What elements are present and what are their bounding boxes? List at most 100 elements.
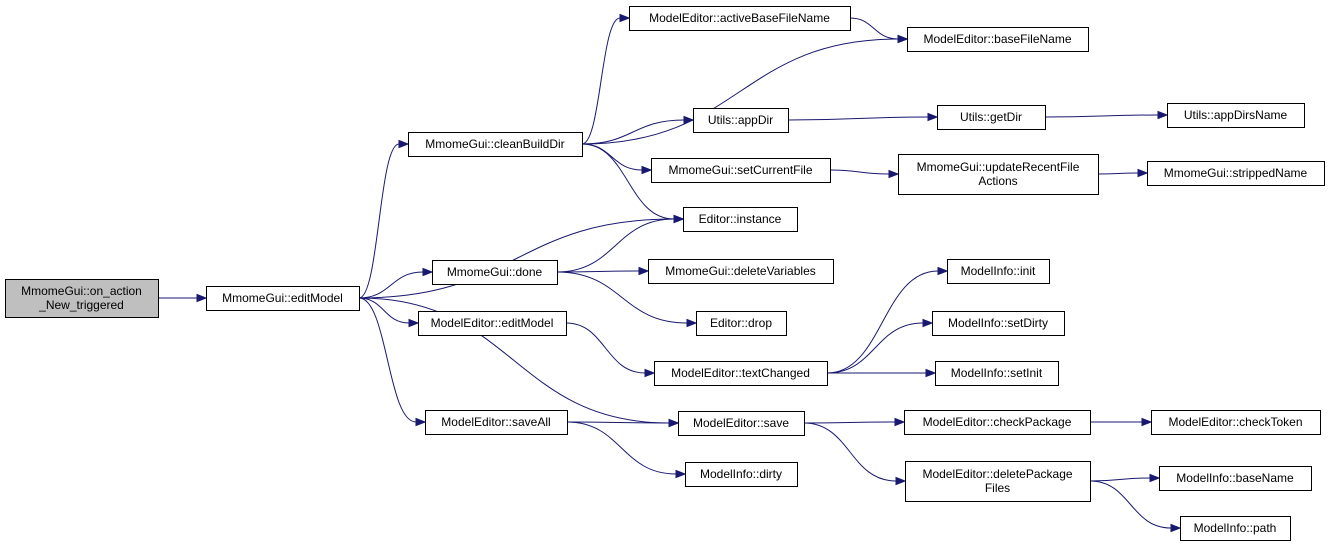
node-box — [1167, 103, 1305, 128]
edge-done-to-instance — [556, 214, 685, 273]
edge-line — [803, 422, 897, 482]
node-baseName[interactable]: ModelInfo::baseName — [1159, 466, 1312, 491]
arrowhead — [675, 469, 687, 479]
edge-line — [556, 271, 688, 324]
node-label: MmomeGui::strippedName — [1164, 166, 1308, 180]
node-box — [1147, 161, 1325, 186]
edge-line — [787, 116, 929, 121]
node-appDir[interactable]: Utils::appDir — [693, 108, 789, 133]
node-label: ModelInfo::path — [1194, 521, 1277, 535]
edge-line — [565, 322, 646, 374]
edge-line — [581, 17, 621, 145]
edge-line — [358, 143, 400, 299]
edge-line — [581, 143, 675, 220]
edge-line — [829, 169, 890, 175]
node-editModel[interactable]: MmomeGui::editModel — [206, 286, 360, 311]
node-activeBase[interactable]: ModelEditor::activeBaseFileName — [629, 6, 851, 31]
node-cleanBuildDir[interactable]: MmomeGui::cleanBuildDir — [408, 132, 583, 157]
node-label: ModelEditor::deletePackage — [922, 467, 1072, 481]
node-deleteVariables[interactable]: MmomeGui::deleteVariables — [648, 259, 834, 284]
node-setCurrentFile[interactable]: MmomeGui::setCurrentFile — [651, 158, 831, 183]
edge-meEditModel-to-textChanged — [565, 322, 656, 378]
node-strippedName[interactable]: MmomeGui::strippedName — [1147, 161, 1325, 186]
node-label: MmomeGui::on_action — [21, 284, 142, 298]
arrowhead — [668, 418, 680, 428]
node-label: Actions — [978, 174, 1017, 188]
arrowhead — [683, 115, 695, 125]
node-label: Utils::getDir — [960, 110, 1022, 124]
edge-line — [849, 17, 899, 40]
node-baseFileName[interactable]: ModelEditor::baseFileName — [907, 27, 1089, 52]
edge-line — [826, 270, 939, 374]
arrowhead — [1137, 168, 1149, 178]
node-root[interactable]: MmomeGui::on_action_New_triggered — [5, 279, 159, 318]
edge-line — [1044, 114, 1159, 118]
node-checkPackage[interactable]: ModelEditor::checkPackage — [904, 410, 1091, 435]
edge-line — [1089, 480, 1172, 529]
node-box — [418, 311, 567, 336]
edge-textChanged-to-init — [826, 266, 949, 374]
node-saveAll[interactable]: ModelEditor::saveAll — [425, 410, 568, 435]
edge-deletePackage-to-path — [1089, 480, 1182, 533]
edge-line — [566, 421, 670, 424]
edge-line — [358, 297, 670, 424]
edge-line — [581, 143, 643, 171]
arrowhead — [925, 368, 937, 378]
node-label: ModelInfo::setInit — [951, 366, 1043, 380]
edge-line — [358, 297, 417, 423]
node-label: ModelEditor::checkToken — [1168, 415, 1302, 429]
node-box — [937, 105, 1046, 130]
node-drop[interactable]: Editor::drop — [696, 311, 787, 336]
node-label: ModelEditor::activeBaseFileName — [649, 11, 830, 25]
node-path[interactable]: ModelInfo::path — [1180, 516, 1291, 541]
node-save[interactable]: ModelEditor::save — [678, 411, 805, 436]
node-box — [693, 108, 789, 133]
node-textChanged[interactable]: ModelEditor::textChanged — [654, 361, 828, 386]
arrowhead — [196, 293, 208, 303]
arrowhead — [1141, 417, 1153, 427]
node-instance[interactable]: Editor::instance — [683, 207, 798, 232]
node-label: ModelInfo::setDirty — [948, 316, 1048, 330]
edge-line — [1097, 172, 1139, 175]
edge-cleanBuildDir-to-setCurrentFile — [581, 143, 653, 175]
node-done[interactable]: MmomeGui::done — [432, 260, 558, 285]
node-label: ModelInfo::baseName — [1176, 471, 1294, 485]
node-box — [1159, 466, 1312, 491]
node-box — [696, 311, 787, 336]
node-setDirty[interactable]: ModelInfo::setDirty — [932, 311, 1065, 336]
node-init[interactable]: ModelInfo::init — [947, 259, 1050, 284]
node-checkToken[interactable]: ModelEditor::checkToken — [1151, 410, 1321, 435]
node-box — [683, 207, 798, 232]
node-box — [685, 462, 798, 487]
node-box — [898, 154, 1099, 195]
node-dirty[interactable]: ModelInfo::dirty — [685, 462, 798, 487]
node-box — [651, 158, 831, 183]
node-label: Files — [985, 481, 1010, 495]
edges-layer — [157, 13, 1182, 533]
edge-editModel-to-meEditModel — [358, 297, 420, 328]
edge-editModel-to-saveAll — [358, 297, 427, 427]
node-label: ModelEditor::editModel — [431, 316, 554, 330]
node-label: ModelEditor::save — [693, 416, 789, 430]
edge-line — [566, 421, 677, 475]
node-setInit[interactable]: ModelInfo::setInit — [935, 361, 1059, 386]
node-box — [408, 132, 583, 157]
node-label: Utils::appDir — [708, 113, 773, 127]
node-appDirsName[interactable]: Utils::appDirsName — [1167, 103, 1305, 128]
node-box — [432, 260, 558, 285]
arrowhead — [888, 169, 900, 179]
arrowhead — [895, 476, 907, 486]
node-getDir[interactable]: Utils::getDir — [937, 105, 1046, 130]
edge-done-to-deleteVariables — [556, 266, 650, 276]
node-box — [932, 311, 1065, 336]
node-label: Editor::drop — [710, 316, 772, 330]
node-label: Utils::appDirsName — [1184, 108, 1288, 122]
node-meEditModel[interactable]: ModelEditor::editModel — [418, 311, 567, 336]
arrowhead — [673, 214, 685, 224]
edge-cleanBuildDir-to-instance — [581, 143, 685, 224]
edge-line — [358, 218, 675, 299]
edge-save-to-deletePackage — [803, 422, 907, 486]
